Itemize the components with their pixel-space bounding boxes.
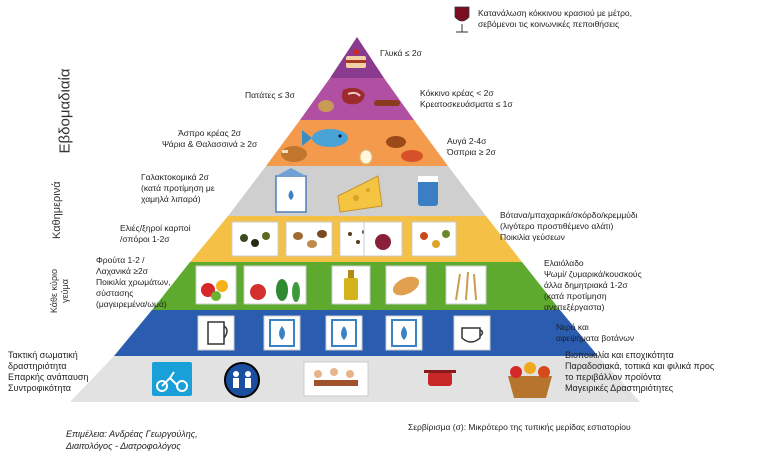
fruits-card <box>195 265 237 305</box>
steak-icon <box>341 87 365 105</box>
herbs-label: Βότανα/μπαχαρικά/σκόρδο/κρεμμύδι (λιγότε… <box>500 210 638 242</box>
olives-nuts-label: Ελιές/ξηροί καρποί /σπόροι 1-2σ <box>120 223 191 244</box>
jug-card <box>197 315 235 351</box>
cake-icon <box>346 49 366 68</box>
spices-card <box>411 221 457 257</box>
daily-label: Καθημερινά <box>51 181 63 239</box>
pot-icon <box>424 370 456 386</box>
legumes-icon <box>386 136 423 162</box>
eggs-legumes-label: Αυγά 2-4σ Όσπρια ≥ 2σ <box>447 136 496 157</box>
water-label: Νερό και αφεψήματα βοτάνων <box>556 322 635 343</box>
dairy-label: Γαλακτοκομικά 2σ (κατά προτίμηση με χαμη… <box>141 172 215 204</box>
vegetables-card <box>243 265 307 305</box>
serving-note: Σερβίρισμα (σ): Μικρότερο της τυπικής με… <box>408 422 631 432</box>
grains-oil-label: Ελαιόλαδο Ψωμί/ ζυμαρικά/κουσκούς άλλα δ… <box>544 258 642 312</box>
olives-card <box>231 221 279 257</box>
meat-fish-label: Άσπρο κρέας 2σ Ψάρια & Θαλασσινά ≥ 2σ <box>162 128 258 149</box>
sausage-icon <box>374 100 400 106</box>
cheese-icon <box>337 175 383 213</box>
fruits-veg-label: Φρούτα 1-2 / Λαχανικά ≥2σ Ποικιλία χρωμά… <box>96 255 171 309</box>
wine-note: Κατανάλωση κόκκινου κρασιού με μέτρο, σε… <box>478 8 633 29</box>
potato-icon <box>318 100 334 112</box>
sweets-label: Γλυκά ≤ 2σ <box>380 48 422 58</box>
fish-icon <box>302 129 348 147</box>
milk-carton-icon <box>275 168 307 213</box>
shared-meal-card <box>303 361 369 397</box>
each-meal-label: Κάθε κύριο γεύμα <box>49 268 70 314</box>
onion-card <box>363 221 403 257</box>
egg-icon <box>359 149 373 165</box>
weekly-label: Εβδομαδιαία <box>56 68 74 154</box>
olive-oil-card <box>331 265 371 305</box>
grains-card <box>445 265 487 305</box>
wine-glass-icon <box>454 6 470 33</box>
red-meat-label: Κόκκινο κρέας < 2σ Κρεατοσκευάσματα ≤ 1σ <box>420 88 513 109</box>
water-glass-card-2 <box>325 315 363 351</box>
credit-text: Επιμέλεια: Ανδρέας Γεωργούλης, Διαιτολόγ… <box>66 429 198 451</box>
lifestyle-right-label: Βιοποικιλία και εποχικότητα Παραδοσιακά,… <box>565 350 715 393</box>
cycling-icon <box>152 362 192 396</box>
lifestyle-left-label: Τακτική σωματική δραστηριότητα Επαρκής α… <box>8 350 89 393</box>
bread-card <box>385 265 427 305</box>
potatoes-label: Πατάτες ≤ 3σ <box>245 90 295 100</box>
water-glass-card-1 <box>263 315 301 351</box>
yogurt-icon <box>418 176 438 206</box>
family-icon <box>224 362 260 398</box>
roast-chicken-icon <box>281 146 307 162</box>
food-basket-icon <box>508 362 552 398</box>
nuts-card <box>285 221 333 257</box>
tea-cup-card <box>453 315 491 351</box>
water-glass-card-3 <box>385 315 423 351</box>
